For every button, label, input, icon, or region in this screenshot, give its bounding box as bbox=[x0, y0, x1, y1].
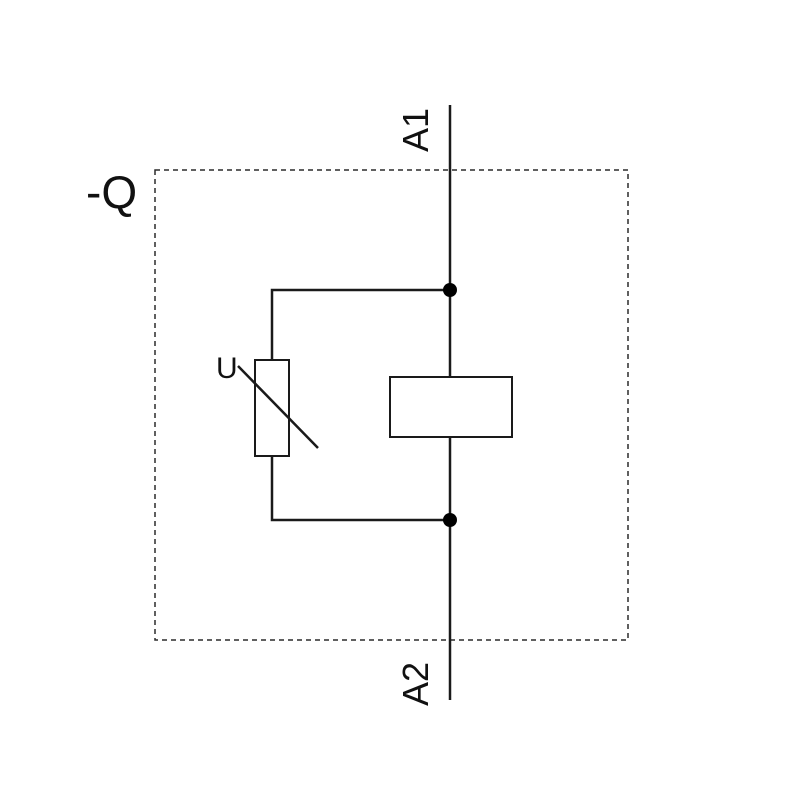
component-boundary-box bbox=[154, 169, 629, 641]
varistor-diagonal-stroke bbox=[237, 365, 319, 449]
terminal-label-a1: A1 bbox=[395, 108, 436, 152]
junction-dot-top bbox=[443, 283, 457, 297]
terminal-label-a2: A2 bbox=[395, 662, 436, 706]
junction-dot-bottom bbox=[443, 513, 457, 527]
coil-symbol-box bbox=[389, 376, 513, 438]
varistor-label: U bbox=[216, 352, 238, 385]
component-label: -Q bbox=[86, 166, 137, 218]
varistor-symbol-box bbox=[254, 359, 290, 457]
